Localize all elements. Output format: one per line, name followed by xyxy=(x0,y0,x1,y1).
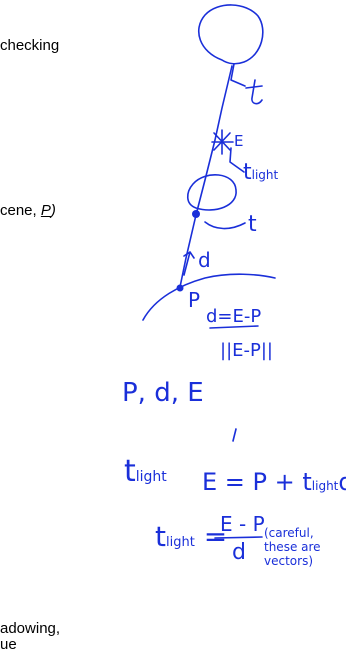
slide-text-line-3: adowing, xyxy=(0,620,61,637)
slide-text-line-2-arg: P) xyxy=(41,202,56,219)
surface-curve xyxy=(142,273,276,321)
equation-t-light-t: t xyxy=(155,520,166,553)
equation-careful-note: (careful, these are vectors) xyxy=(264,526,321,568)
label-t-middle: t xyxy=(248,212,257,237)
slide-text-line-2-point: P xyxy=(40,202,51,219)
eq2-fraction-bar xyxy=(214,536,263,539)
t-bracket-top xyxy=(230,63,246,87)
top-sphere-sketch xyxy=(197,4,264,65)
light-source-star xyxy=(211,129,234,155)
label-t-light-standalone-sub: light xyxy=(135,469,167,485)
equation-t-light-numerator: E - P xyxy=(220,512,265,536)
stray-tick xyxy=(232,428,237,442)
d-arrow xyxy=(183,251,195,276)
label-t-light: tlight xyxy=(243,160,278,185)
label-t-light-standalone: tlight xyxy=(124,454,167,489)
handwritten-annotations xyxy=(142,4,276,539)
label-d-definition-numerator: d=E-P xyxy=(206,306,262,327)
equation-t-light-sub: light xyxy=(165,535,195,550)
equation-e-tail: d xyxy=(338,468,346,496)
slide-text-line-4: ue xyxy=(0,636,17,653)
label-d: d xyxy=(198,248,211,272)
label-t-light-t: t xyxy=(243,160,252,185)
equation-e-sub: light xyxy=(311,479,339,493)
t-bracket-middle xyxy=(204,221,246,230)
t-top-glyph xyxy=(245,79,263,105)
equation-t-light-lhs: tlight = xyxy=(155,520,228,553)
label-p: P xyxy=(188,288,201,312)
equation-t-light-denominator: d xyxy=(232,540,246,565)
point-p-dot xyxy=(176,284,184,292)
d-def-fraction-bar xyxy=(209,325,259,329)
label-d-definition-denominator: ||E-P|| xyxy=(220,340,273,361)
middle-sphere-sketch xyxy=(186,174,237,211)
slide-text-line-2-prefix: cene, xyxy=(0,202,41,219)
label-t-light-standalone-t: t xyxy=(124,454,136,489)
slide-text-line-2-suffix: ) xyxy=(50,202,56,219)
t-light-bracket xyxy=(229,147,245,173)
ray-hit-dot xyxy=(192,210,200,218)
slide-text-line-1: checking xyxy=(0,37,60,54)
equation-e-definition: E = P + tlightd xyxy=(202,468,346,496)
slide-text-line-2: cene, P) xyxy=(0,202,56,220)
label-t-light-sub: light xyxy=(251,168,279,182)
light-ray xyxy=(179,65,233,288)
label-e: E xyxy=(234,132,244,150)
label-variables: P, d, E xyxy=(122,378,204,408)
equation-e-lhs: E = P + t xyxy=(202,468,312,496)
